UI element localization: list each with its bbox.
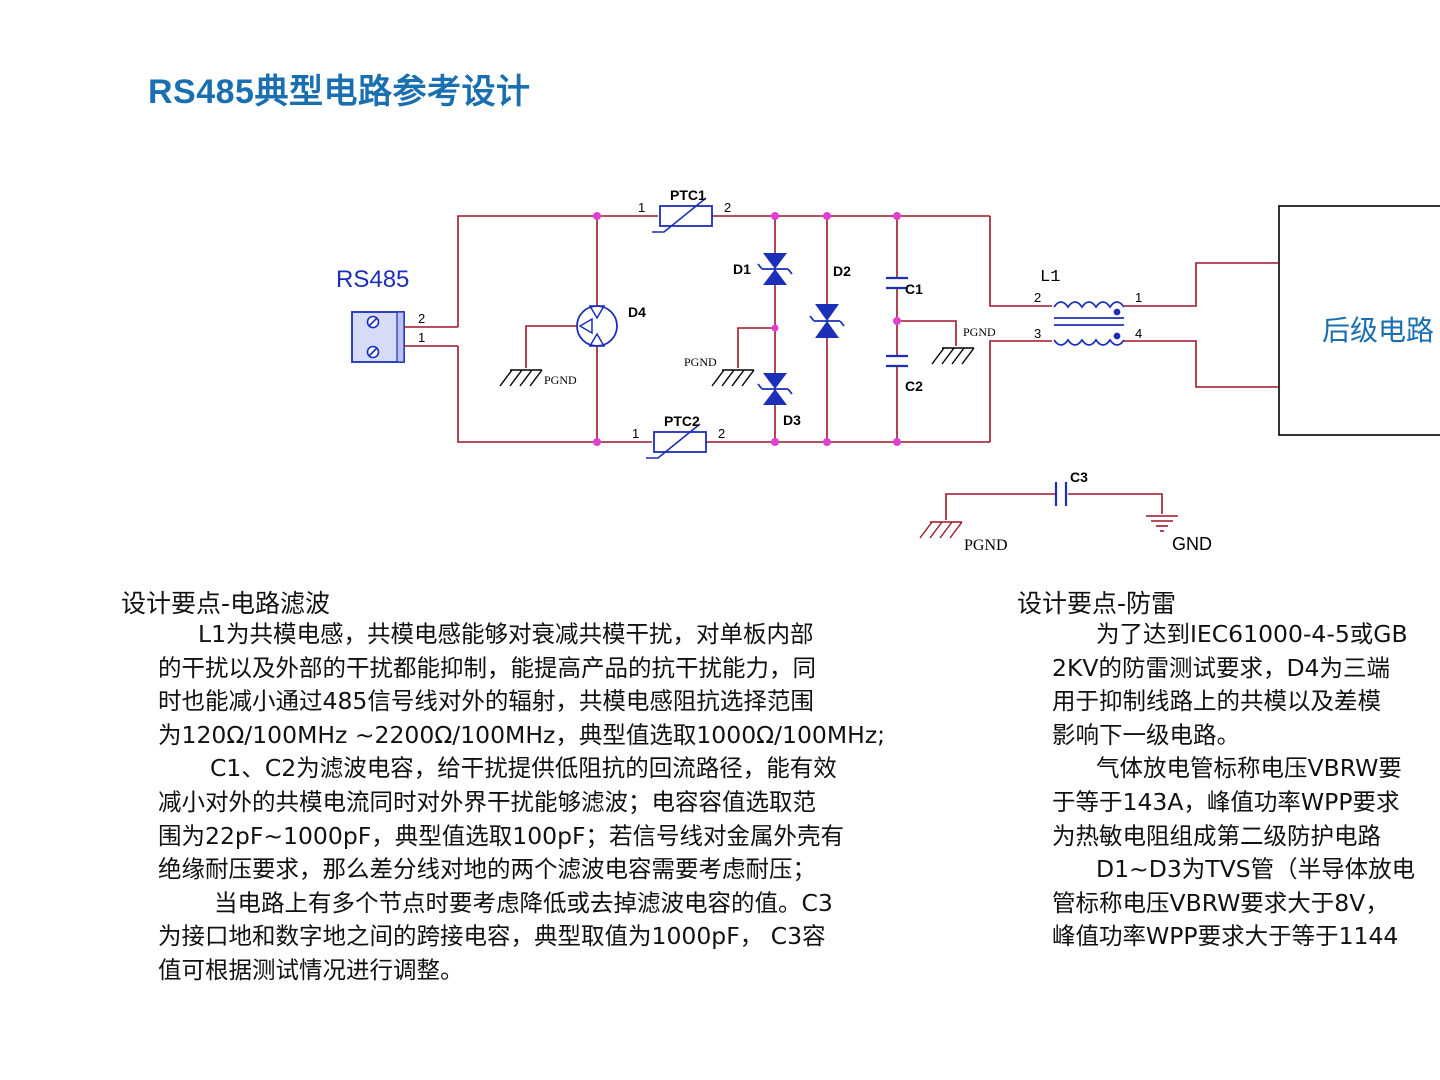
c3-label: C3 — [1070, 469, 1088, 485]
ptc2-label: PTC2 — [664, 413, 700, 429]
filter-line: 为120Ω/100MHz ~2200Ω/100MHz，典型值选取1000Ω/10… — [158, 720, 886, 749]
gnd-label: GND — [1172, 534, 1212, 554]
filter-line: 时也能减小通过485信号线对外的辐射，共模电感阻抗选择范围 — [158, 687, 814, 716]
pgnd-symbol-1 — [499, 369, 543, 387]
filter-line: 绝缘耐压要求，那么差分线对地的两个滤波电容需要考虑耐压； — [158, 855, 816, 884]
lightning-line: 管标称电压VBRW要求大于8V， — [1052, 888, 1389, 917]
lightning-line: 峰值功率WPP要求大于等于1144 — [1052, 922, 1399, 951]
connector-pin-2: 2 — [418, 311, 425, 326]
lightning-line: 2KV的防雷测试要求，D4为三端 — [1052, 653, 1390, 682]
d4-gas-discharge-tube — [576, 305, 618, 347]
connector-pin-1: 1 — [418, 330, 425, 345]
filter-line: L1为共模电感，共模电感能够对衰减共模干扰，对单板内部 — [198, 620, 814, 648]
d3-label: D3 — [783, 412, 801, 428]
c2-label: C2 — [905, 378, 923, 394]
l1-label: L1 — [1040, 268, 1060, 287]
ptc2-pin1: 1 — [632, 426, 639, 441]
l1-pin1: 1 — [1135, 290, 1142, 305]
d2-label: D2 — [833, 263, 851, 279]
lightning-line: 为热敏电阻组成第二级防护电路 — [1052, 821, 1381, 850]
gnd-symbol — [1146, 515, 1178, 532]
pgnd-label-2: PGND — [684, 355, 717, 369]
d4-label: D4 — [628, 304, 646, 320]
next-stage-block — [1278, 205, 1440, 436]
filter-line: 为接口地和数字地之间的跨接电容，典型取值为1000pF， C3容 — [158, 922, 826, 951]
pgnd-symbol-4 — [919, 521, 963, 539]
filter-line: 值可根据测试情况进行调整。 — [158, 955, 464, 984]
d3-tvs-diode — [757, 373, 793, 405]
ptc2-thermistor — [646, 423, 707, 459]
lightning-line: 影响下一级电路。 — [1052, 720, 1240, 749]
c3-capacitor — [1054, 482, 1068, 506]
lightning-line: 为了达到IEC61000-4-5或GB — [1096, 620, 1408, 648]
d1-label: D1 — [733, 261, 751, 277]
pgnd-symbol-3 — [931, 347, 975, 365]
ptc1-pin1: 1 — [638, 200, 645, 215]
c2-capacitor — [886, 354, 908, 368]
pgnd-symbol-2 — [711, 369, 755, 387]
filter-line: C1、C2为滤波电容，给干扰提供低阻抗的回流路径，能有效 — [210, 754, 837, 783]
l1-pin3: 3 — [1034, 326, 1041, 341]
lightning-section-body: 为了达到IEC61000-4-5或GB 2KV的防雷测试要求，D4为三端 用于抑… — [1052, 618, 1440, 954]
c1-label: C1 — [905, 281, 923, 297]
pgnd-label-1: PGND — [544, 373, 577, 387]
filter-line: 的干扰以及外部的干扰都能抑制，能提高产品的抗干扰能力，同 — [158, 653, 816, 682]
ptc1-pin2: 2 — [724, 200, 731, 215]
ptc1-label: PTC1 — [670, 187, 706, 203]
filter-line: 当电路上有多个节点时要考虑降低或去掉滤波电容的值。C3 — [214, 888, 833, 917]
d1-tvs-diode — [757, 253, 793, 285]
pgnd-label-3: PGND — [963, 325, 996, 339]
c1-capacitor — [886, 276, 908, 290]
ptc2-pin2: 2 — [718, 426, 725, 441]
ptc1-thermistor — [652, 197, 713, 233]
slide-title: RS485典型电路参考设计 — [148, 73, 531, 111]
filter-section-title: 设计要点-电路滤波 — [121, 589, 331, 618]
next-stage-label: 后级电路 — [1322, 314, 1434, 347]
filter-section-body: L1为共模电感，共模电感能够对衰减共模干扰，对单板内部 的干扰以及外部的干扰都能… — [158, 618, 885, 988]
rs485-schematic: RS485 2 1 PTC1 1 2 PTC2 1 2 D4 — [336, 187, 1440, 554]
pgnd-label-4: PGND — [964, 537, 1008, 554]
l1-common-mode-choke — [1053, 301, 1125, 346]
lightning-line: 于等于143A，峰值功率WPP要求 — [1052, 787, 1400, 816]
filter-line: 围为22pF~1000pF，典型值选取100pF；若信号线对金属外壳有 — [158, 821, 845, 850]
filter-line: 减小对外的共模电流同时对外界干扰能够滤波；电容容值选取范 — [158, 787, 816, 816]
l1-pin4: 4 — [1135, 326, 1142, 341]
lightning-line: 气体放电管标称电压VBRW要 — [1096, 754, 1402, 783]
connector-label: RS485 — [336, 266, 409, 293]
lightning-line: 用于抑制线路上的共模以及差模 — [1052, 687, 1381, 716]
lightning-line: D1~D3为TVS管（半导体放电 — [1096, 855, 1416, 884]
l1-pin2: 2 — [1034, 290, 1041, 305]
lightning-section-title: 设计要点-防雷 — [1017, 589, 1177, 618]
junction-dots — [593, 212, 901, 446]
rs485-connector — [351, 311, 405, 363]
d2-tvs-diode — [809, 304, 845, 338]
